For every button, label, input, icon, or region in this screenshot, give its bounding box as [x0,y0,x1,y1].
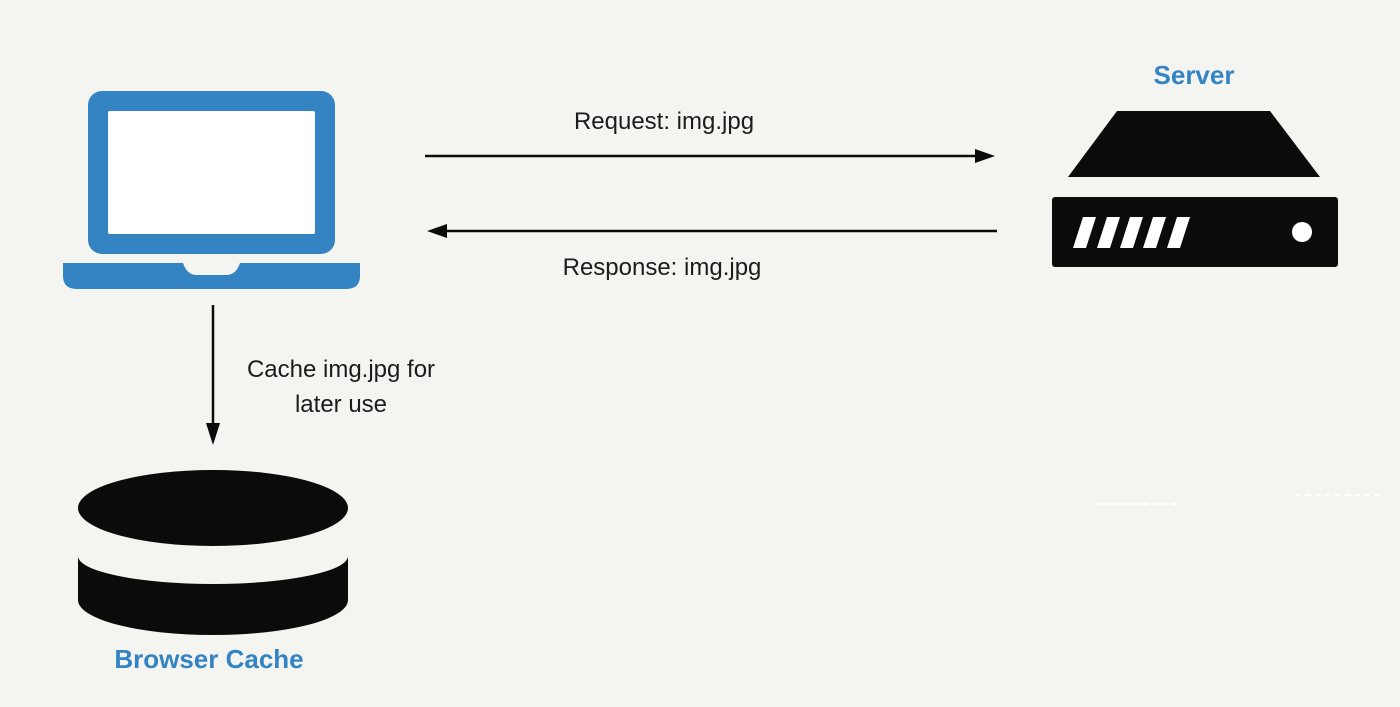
browser-cache-node [70,465,360,640]
server-title: Server [1153,60,1235,90]
arrow-down-icon [206,305,220,445]
browser-cache-title: Browser Cache [114,644,304,674]
cache-label: Cache img.jpg for later use [246,356,436,418]
background-artifact-dash [1093,503,1178,505]
request-arrow [425,146,997,166]
client-node [60,88,362,290]
response-arrow [425,221,997,241]
response-label: Response: img.jpg [562,254,762,281]
background-artifact-dash [1295,494,1380,496]
arrow-right-icon [425,149,995,163]
request-label: Request: img.jpg [573,108,755,135]
cache-arrow [203,305,223,447]
laptop-icon [63,91,360,289]
server-icon [1052,111,1338,267]
database-icon [78,470,348,635]
arrow-left-icon [427,224,997,238]
server-node [1050,105,1340,270]
